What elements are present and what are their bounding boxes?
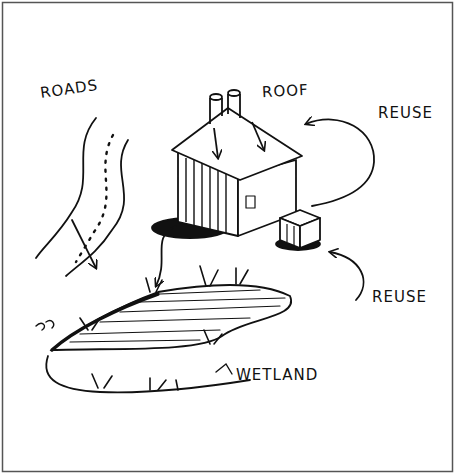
sketch-label: REUSE bbox=[372, 290, 427, 305]
reuse-arrows bbox=[156, 119, 374, 300]
house-drawing bbox=[152, 90, 320, 250]
sketch-label: REUSE bbox=[378, 106, 433, 121]
sketch-label: WETLAND bbox=[236, 368, 318, 383]
sketch-label: ROADS bbox=[39, 78, 99, 101]
frame bbox=[3, 3, 453, 472]
sketch-label: ROOF bbox=[262, 83, 309, 100]
roads-drawing bbox=[36, 118, 128, 276]
